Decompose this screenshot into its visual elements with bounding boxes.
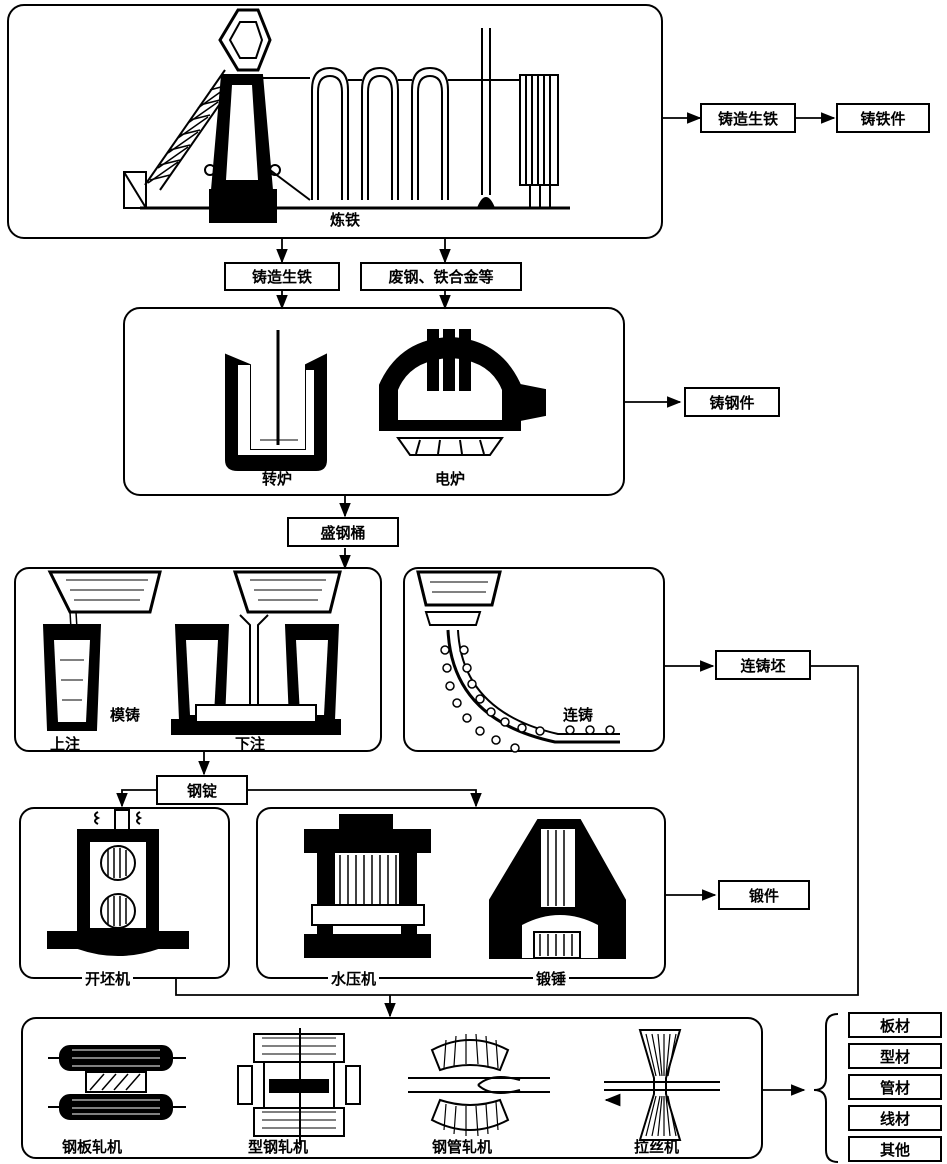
scrap-steel-box: 废钢、铁合金等 [360, 262, 522, 291]
steelmaking-panel [124, 308, 624, 495]
continuous-casting-label: 连铸 [563, 708, 593, 723]
tube-mill-label: 钢管轧机 [432, 1140, 492, 1155]
tube-mill-illustration [408, 1034, 550, 1136]
section-mill-illustration [238, 1028, 360, 1145]
section-mill-label: 型钢轧机 [248, 1140, 308, 1155]
ingot-mold-illustration [44, 572, 340, 734]
blast-furnace-illustration [124, 10, 570, 222]
cast-iron-part-box: 铸铁件 [836, 103, 930, 133]
mold-casting-label: 模铸 [110, 708, 140, 723]
cast-pig-iron-box-top: 铸造生铁 [700, 103, 796, 133]
product-other: 其他 [848, 1136, 942, 1162]
forging-box: 锻件 [718, 880, 810, 910]
blooming-mill-label: 开坯机 [82, 972, 133, 987]
electric-furnace-label: 电炉 [435, 472, 465, 487]
product-plate: 板材 [848, 1012, 942, 1038]
cast-pig-iron-box-mid: 铸造生铁 [224, 262, 340, 291]
hydraulic-press-illustration [305, 815, 430, 957]
plate-mill-illustration [48, 1046, 186, 1119]
continuous-caster-illustration [418, 572, 620, 752]
electric-furnace-illustration [380, 330, 545, 455]
wire-drawing-illustration [604, 1030, 720, 1140]
converter-illustration [226, 330, 326, 470]
cc-billet-box: 连铸坯 [715, 650, 811, 680]
forging-hammer-label: 锻锤 [533, 972, 569, 987]
top-pouring-label: 上注 [50, 737, 80, 752]
ladle-box: 盛钢桶 [287, 517, 399, 547]
steel-ingot-box: 钢锭 [156, 775, 248, 805]
wire-drawing-label: 拉丝机 [634, 1140, 679, 1155]
ironmaking-label: 炼铁 [330, 213, 360, 228]
blooming-mill-illustration [48, 810, 188, 955]
product-section: 型材 [848, 1043, 942, 1069]
bottom-pouring-label: 下注 [235, 737, 265, 752]
plate-mill-label: 钢板轧机 [62, 1140, 122, 1155]
cast-steel-part-box: 铸钢件 [684, 387, 780, 417]
product-tube: 管材 [848, 1074, 942, 1100]
product-wire: 线材 [848, 1105, 942, 1131]
forging-hammer-illustration [490, 820, 625, 958]
hydraulic-press-label: 水压机 [328, 972, 379, 987]
continuous-casting-panel [404, 568, 664, 751]
converter-label: 转炉 [262, 472, 292, 487]
ironmaking-panel [8, 5, 662, 238]
